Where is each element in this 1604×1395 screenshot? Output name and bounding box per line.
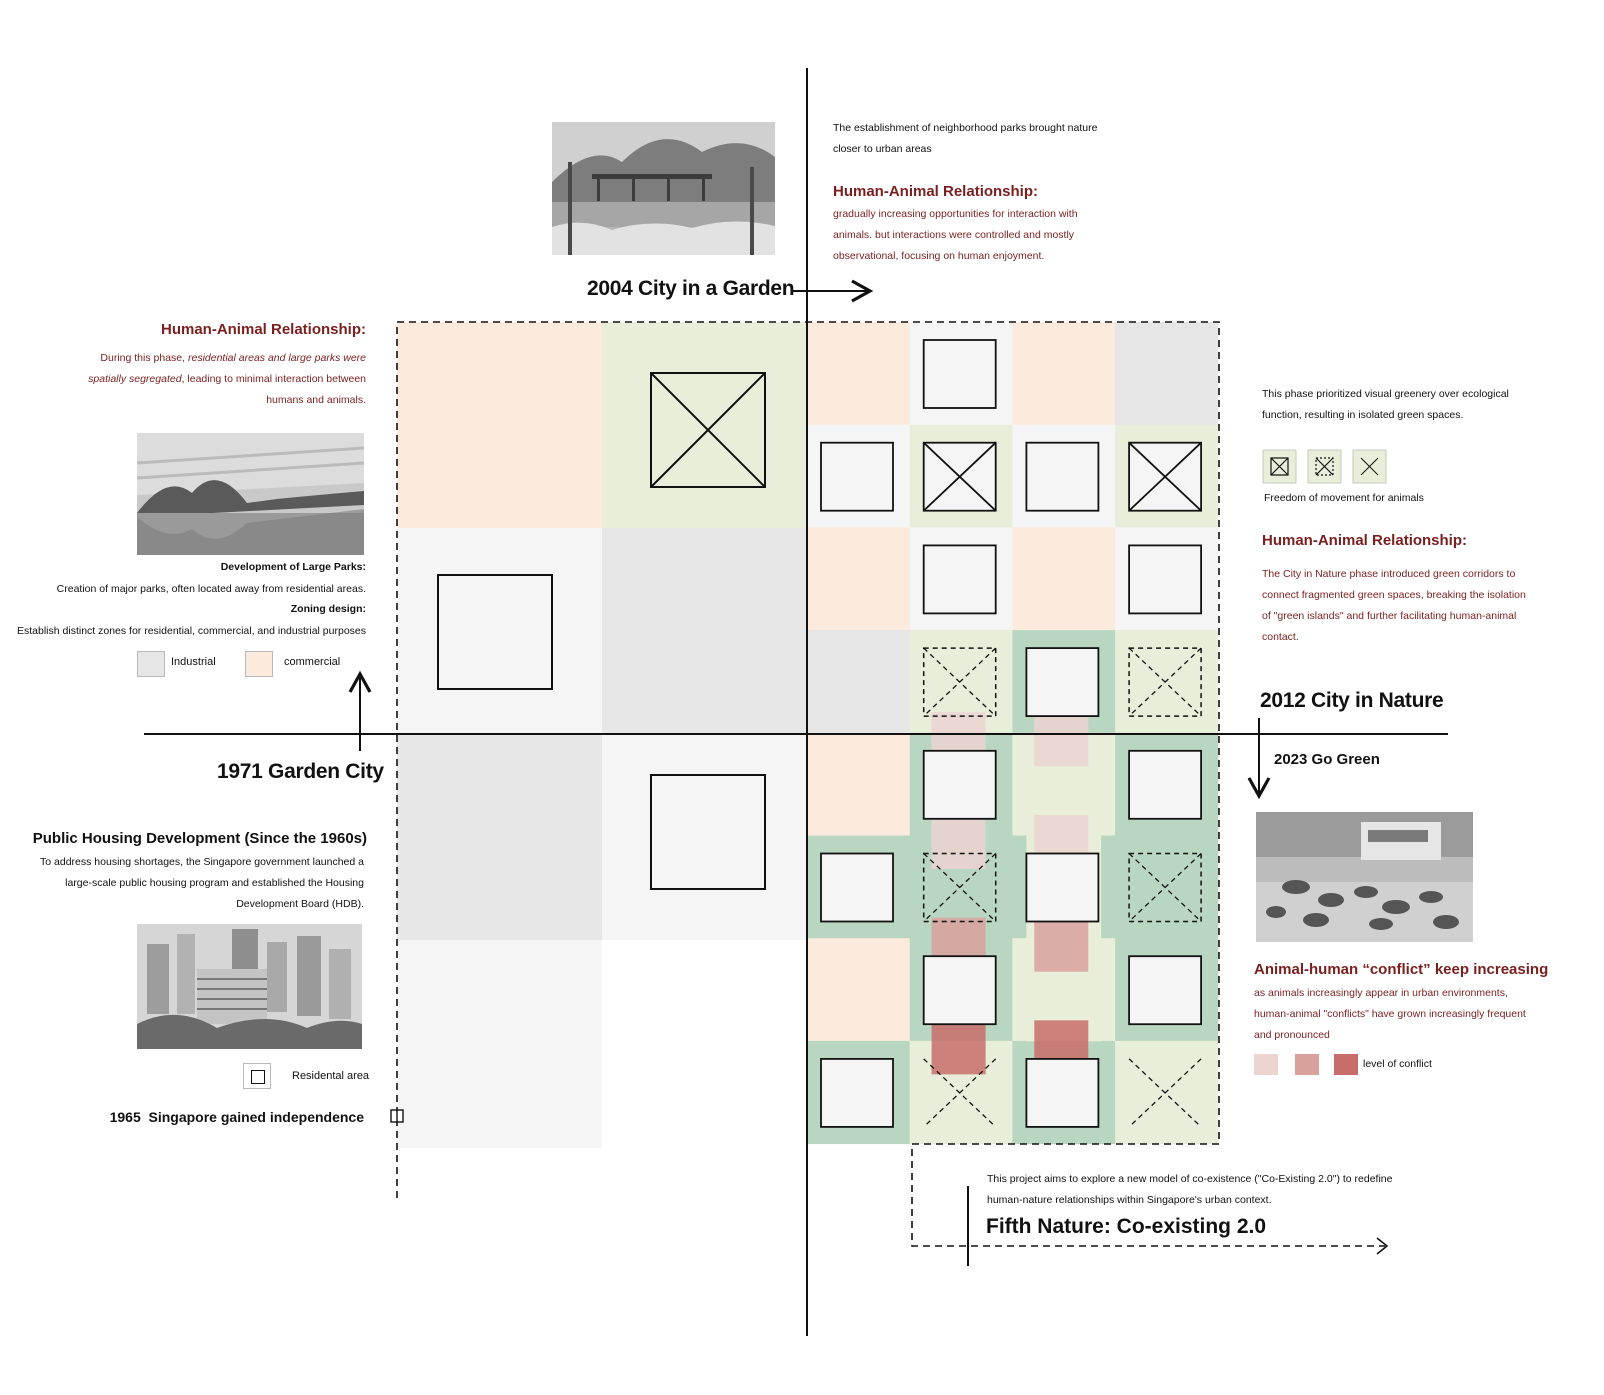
lake-park-photo xyxy=(137,433,364,555)
grid-cell xyxy=(807,527,910,630)
conflict-high-swatch xyxy=(1334,1054,1358,1075)
residential-block xyxy=(438,575,552,689)
commercial-legend-label: commercial xyxy=(284,656,340,668)
conflict-patch xyxy=(932,815,986,869)
fifth-nature-title: Fifth Nature: Co-existing 2.0 xyxy=(986,1215,1266,1239)
industrial-swatch xyxy=(137,651,165,677)
city-in-garden-intro: The establishment of neighborhood parks … xyxy=(833,118,1123,160)
grid-cell xyxy=(1012,322,1115,425)
neighborhood-park-photo xyxy=(552,122,775,255)
building-block xyxy=(1129,751,1201,819)
building-block xyxy=(1026,443,1098,511)
commercial-zone xyxy=(397,322,602,528)
conflict-patch xyxy=(1034,918,1088,972)
building-block xyxy=(924,751,996,819)
city-in-garden-relationship-title: Human-Animal Relationship: xyxy=(833,183,1038,200)
garden-city-relationship-text: During this phase, residential areas and… xyxy=(76,348,366,411)
zoning-label: Zoning design: xyxy=(291,603,366,615)
commercial-swatch xyxy=(245,651,273,677)
building-block xyxy=(924,956,996,1024)
conflict-low-swatch xyxy=(1254,1054,1278,1075)
conflict-text: as animals increasingly appear in urban … xyxy=(1254,983,1526,1046)
freedom-legend-label: Freedom of movement for animals xyxy=(1264,492,1424,504)
building-block xyxy=(1129,545,1201,613)
relationship-text-part: , leading to minimal interaction between… xyxy=(182,373,366,406)
conflict-legend-label: level of conflict xyxy=(1363,1058,1432,1070)
freedom-legend xyxy=(1262,449,1392,487)
conflict-title: Animal-human “conflict” keep increasing xyxy=(1254,961,1548,978)
residential-legend-label: Residental area xyxy=(292,1070,369,1082)
building-block xyxy=(1129,956,1201,1024)
city-in-nature-intro: This phase prioritized visual greenery o… xyxy=(1262,384,1534,426)
city-in-nature-relationship-title: Human-Animal Relationship: xyxy=(1262,532,1467,549)
relationship-text-part: During this phase, xyxy=(100,352,188,364)
industrial-zone xyxy=(397,734,602,940)
pigeons-street-photo xyxy=(1256,812,1473,942)
building-block xyxy=(821,443,893,511)
fifth-nature-text: This project aims to explore a new model… xyxy=(987,1169,1427,1211)
independence-marker xyxy=(391,1110,403,1122)
conflict-patch xyxy=(932,1020,986,1074)
city-in-nature-relationship-text: The City in Nature phase introduced gree… xyxy=(1262,564,1534,648)
large-parks-text: Creation of major parks, often located a… xyxy=(57,579,366,600)
zoning-text: Establish distinct zones for residential… xyxy=(17,621,366,642)
grid-cell xyxy=(1115,1041,1218,1144)
freedom-high-symbol xyxy=(1353,450,1386,483)
grid-cell xyxy=(1115,630,1218,733)
freedom-mid-symbol xyxy=(1308,450,1341,483)
go-green-title: 2023 Go Green xyxy=(1274,751,1380,768)
garden-city-title: 1971 Garden City xyxy=(217,760,384,784)
grid-cell xyxy=(1115,836,1218,939)
city-in-garden-title: 2004 City in a Garden xyxy=(587,277,794,301)
building-block xyxy=(1026,1059,1098,1127)
grid-cell xyxy=(807,322,910,425)
large-parks-label: Development of Large Parks: xyxy=(221,561,366,573)
industrial-zone xyxy=(602,528,807,734)
conflict-patch xyxy=(1034,712,1088,766)
grid-cell xyxy=(807,938,910,1041)
city-in-garden-relationship-text: gradually increasing opportunities for i… xyxy=(833,204,1101,267)
hdb-estate-photo xyxy=(137,924,362,1049)
independence-label: 1965 Singapore gained independence xyxy=(110,1109,364,1125)
park-zone xyxy=(602,322,807,528)
conflict-mid-swatch xyxy=(1295,1054,1319,1075)
grid-cell xyxy=(1012,527,1115,630)
residential-swatch-square xyxy=(251,1070,265,1084)
garden-city-relationship-title: Human-Animal Relationship: xyxy=(161,321,366,338)
public-housing-title: Public Housing Development (Since the 19… xyxy=(33,830,367,847)
building-block xyxy=(924,545,996,613)
industrial-legend-label: Industrial xyxy=(171,656,216,668)
residential-block xyxy=(651,775,765,889)
building-block xyxy=(821,854,893,922)
public-housing-text: To address housing shortages, the Singap… xyxy=(39,852,364,915)
building-block xyxy=(924,340,996,408)
city-in-nature-title: 2012 City in Nature xyxy=(1260,689,1443,713)
grid-cell xyxy=(807,733,910,836)
building-block xyxy=(1026,854,1098,922)
grid-cell xyxy=(807,630,910,733)
residential-swatch xyxy=(243,1063,271,1089)
building-block xyxy=(1026,648,1098,716)
building-block xyxy=(821,1059,893,1127)
grid-cell xyxy=(1115,322,1218,425)
residential-zone xyxy=(397,940,602,1148)
freedom-low-symbol xyxy=(1263,450,1296,483)
